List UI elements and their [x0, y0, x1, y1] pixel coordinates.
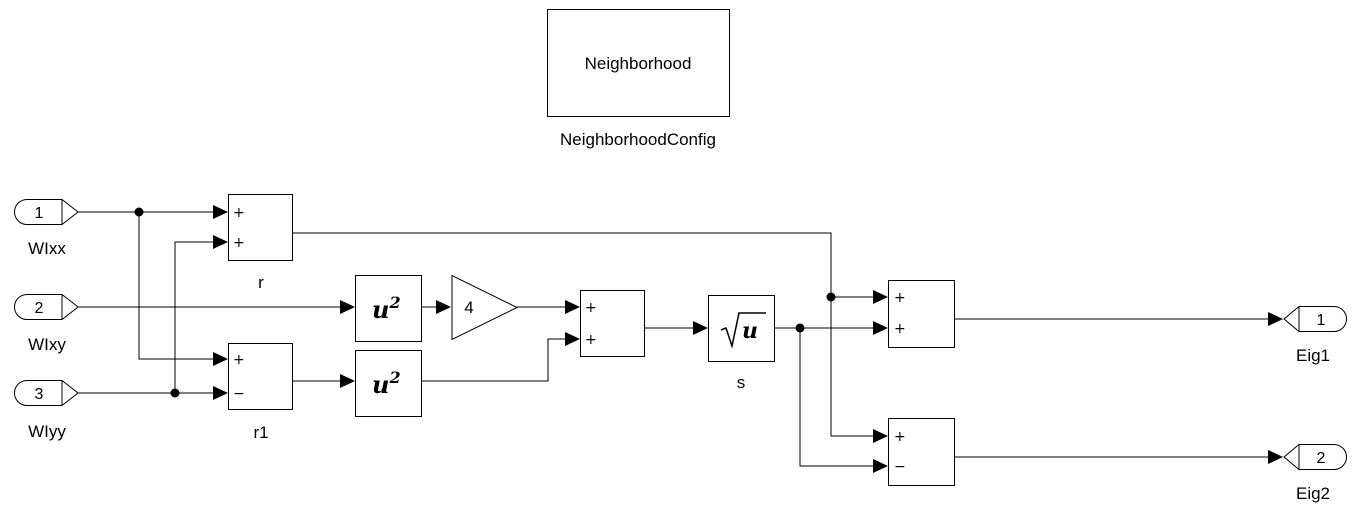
- outport-label-eig1: Eig1: [1296, 346, 1330, 365]
- wire-square2-to-sum-mid[interactable]: [422, 338, 566, 382]
- sum-sign-plus: +: [233, 235, 245, 251]
- arrowheads: [213, 205, 1283, 473]
- sum-block-r[interactable]: + +: [228, 194, 293, 261]
- sum-sign-plus: +: [585, 300, 597, 316]
- inport-number: 1: [35, 205, 44, 222]
- sum-sign-minus: −: [233, 386, 245, 402]
- gain-block[interactable]: 4: [451, 274, 519, 341]
- wire-r-to-sum-eig2[interactable]: [293, 232, 874, 437]
- square-block-2[interactable]: u2: [355, 350, 422, 417]
- sum-block-eig2[interactable]: + −: [888, 418, 955, 486]
- sqrt-radical-icon: [720, 312, 766, 349]
- signal-lines: [78, 211, 1268, 467]
- sqrt-block-s[interactable]: u: [708, 295, 775, 362]
- sum-block-r1[interactable]: + −: [228, 343, 293, 410]
- sum-block-middle[interactable]: + +: [580, 290, 645, 357]
- inport-label-wixx: WIxx: [28, 239, 66, 258]
- sum-label-r: r: [258, 273, 264, 292]
- branch-point: [170, 388, 180, 398]
- outport-number: 1: [1317, 312, 1326, 329]
- sum-label-r1: r1: [253, 423, 268, 442]
- square-block[interactable]: u2: [355, 275, 422, 342]
- wire-wiyy-to-sum-r[interactable]: [174, 241, 214, 393]
- outport-label-eig2: Eig2: [1296, 484, 1330, 503]
- sum-sign-plus: +: [585, 332, 597, 348]
- square-base: u: [372, 370, 389, 399]
- outport-number: 2: [1317, 450, 1326, 467]
- branch-point: [826, 292, 836, 302]
- wire-wixx-to-sum-r1[interactable]: [138, 212, 214, 360]
- sum-sign-plus: +: [233, 352, 245, 368]
- sum-sign-plus: +: [894, 321, 906, 337]
- svg-text:u2: u2: [372, 293, 401, 324]
- sum-sign-plus: +: [233, 205, 245, 221]
- branch-points: [134, 207, 836, 398]
- inport-wiyy[interactable]: 3: [14, 380, 79, 406]
- neighborhood-config-label: NeighborhoodConfig: [560, 130, 716, 149]
- inport-number: 2: [35, 300, 44, 317]
- inport-wixy[interactable]: 2: [14, 294, 79, 320]
- sum-block-eig1[interactable]: + +: [888, 280, 955, 348]
- inport-label-wixy: WIxy: [28, 335, 66, 354]
- neighborhood-config-block[interactable]: Neighborhood: [547, 9, 730, 117]
- square-exponent: 2: [388, 368, 400, 387]
- inport-number: 3: [35, 386, 44, 403]
- neighborhood-block-text: Neighborhood: [585, 54, 692, 73]
- outport-eig1[interactable]: 1: [1283, 306, 1347, 332]
- inport-label-wiyy: WIyy: [28, 422, 66, 441]
- gain-value: 4: [464, 298, 473, 317]
- branch-point: [134, 207, 144, 217]
- sqrt-symbol: u: [742, 318, 758, 344]
- outport-eig2[interactable]: 2: [1283, 444, 1347, 470]
- branch-point: [795, 323, 805, 333]
- square-base: u: [372, 295, 389, 324]
- sum-sign-plus: +: [894, 429, 906, 445]
- sum-sign-plus: +: [894, 290, 906, 306]
- inport-wixx[interactable]: 1: [14, 199, 79, 225]
- square-exponent: 2: [388, 293, 400, 312]
- wire-sqrt-to-sum-eig2[interactable]: [799, 328, 874, 467]
- sqrt-label-s: s: [737, 373, 746, 392]
- sum-sign-minus: −: [894, 459, 906, 475]
- svg-text:u2: u2: [372, 368, 401, 399]
